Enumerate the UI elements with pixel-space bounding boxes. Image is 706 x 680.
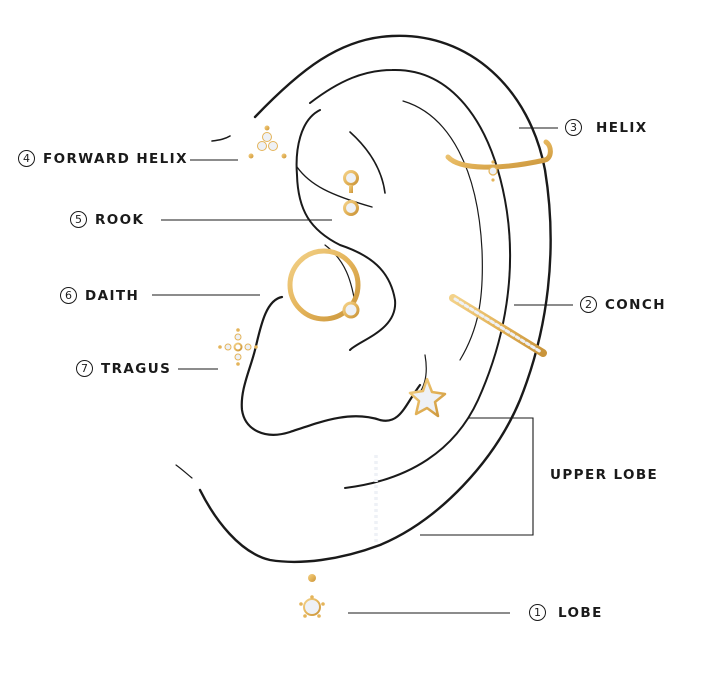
number-badge: 5 bbox=[70, 211, 87, 228]
label-text: FORWARD HELIX bbox=[43, 150, 188, 167]
label-text: CONCH bbox=[605, 296, 666, 313]
label-lobe: 1 LOBE bbox=[529, 604, 603, 621]
lobe-drop-hoop-icon bbox=[299, 479, 325, 618]
label-text: DAITH bbox=[85, 287, 140, 304]
label-text: ROOK bbox=[95, 211, 145, 228]
ear-outline bbox=[175, 34, 552, 564]
label-helix: 3 HELIX bbox=[565, 119, 648, 136]
number-badge: 7 bbox=[76, 360, 93, 377]
daith-hoop-icon bbox=[287, 248, 361, 322]
label-rook: 5 ROOK bbox=[70, 211, 144, 228]
label-text: HELIX bbox=[596, 119, 648, 136]
label-upper-lobe: UPPER LOBE bbox=[550, 467, 658, 483]
label-text: LOBE bbox=[558, 604, 603, 621]
number-badge: 4 bbox=[18, 150, 35, 167]
jewelry bbox=[218, 125, 553, 618]
number-badge: 1 bbox=[529, 604, 546, 621]
label-tragus: 7 TRAGUS bbox=[76, 360, 171, 377]
forward-helix-stud-icon bbox=[248, 125, 287, 159]
star-stud-icon bbox=[408, 377, 447, 418]
number-badge: 3 bbox=[565, 119, 582, 136]
leader-lines bbox=[152, 127, 573, 614]
rook-drop-icon bbox=[343, 170, 359, 216]
label-forward-helix: 4 FORWARD HELIX bbox=[18, 150, 188, 167]
tragus-stud-icon bbox=[218, 328, 258, 366]
helix-cuff-icon bbox=[445, 139, 553, 182]
number-badge: 2 bbox=[580, 296, 597, 313]
number-badge: 6 bbox=[60, 287, 77, 304]
conch-bar-icon bbox=[449, 294, 547, 357]
label-text: TRAGUS bbox=[101, 360, 172, 377]
label-text: UPPER LOBE bbox=[550, 467, 659, 483]
label-daith: 6 DAITH bbox=[60, 287, 139, 304]
label-conch: 2 CONCH bbox=[580, 296, 666, 313]
